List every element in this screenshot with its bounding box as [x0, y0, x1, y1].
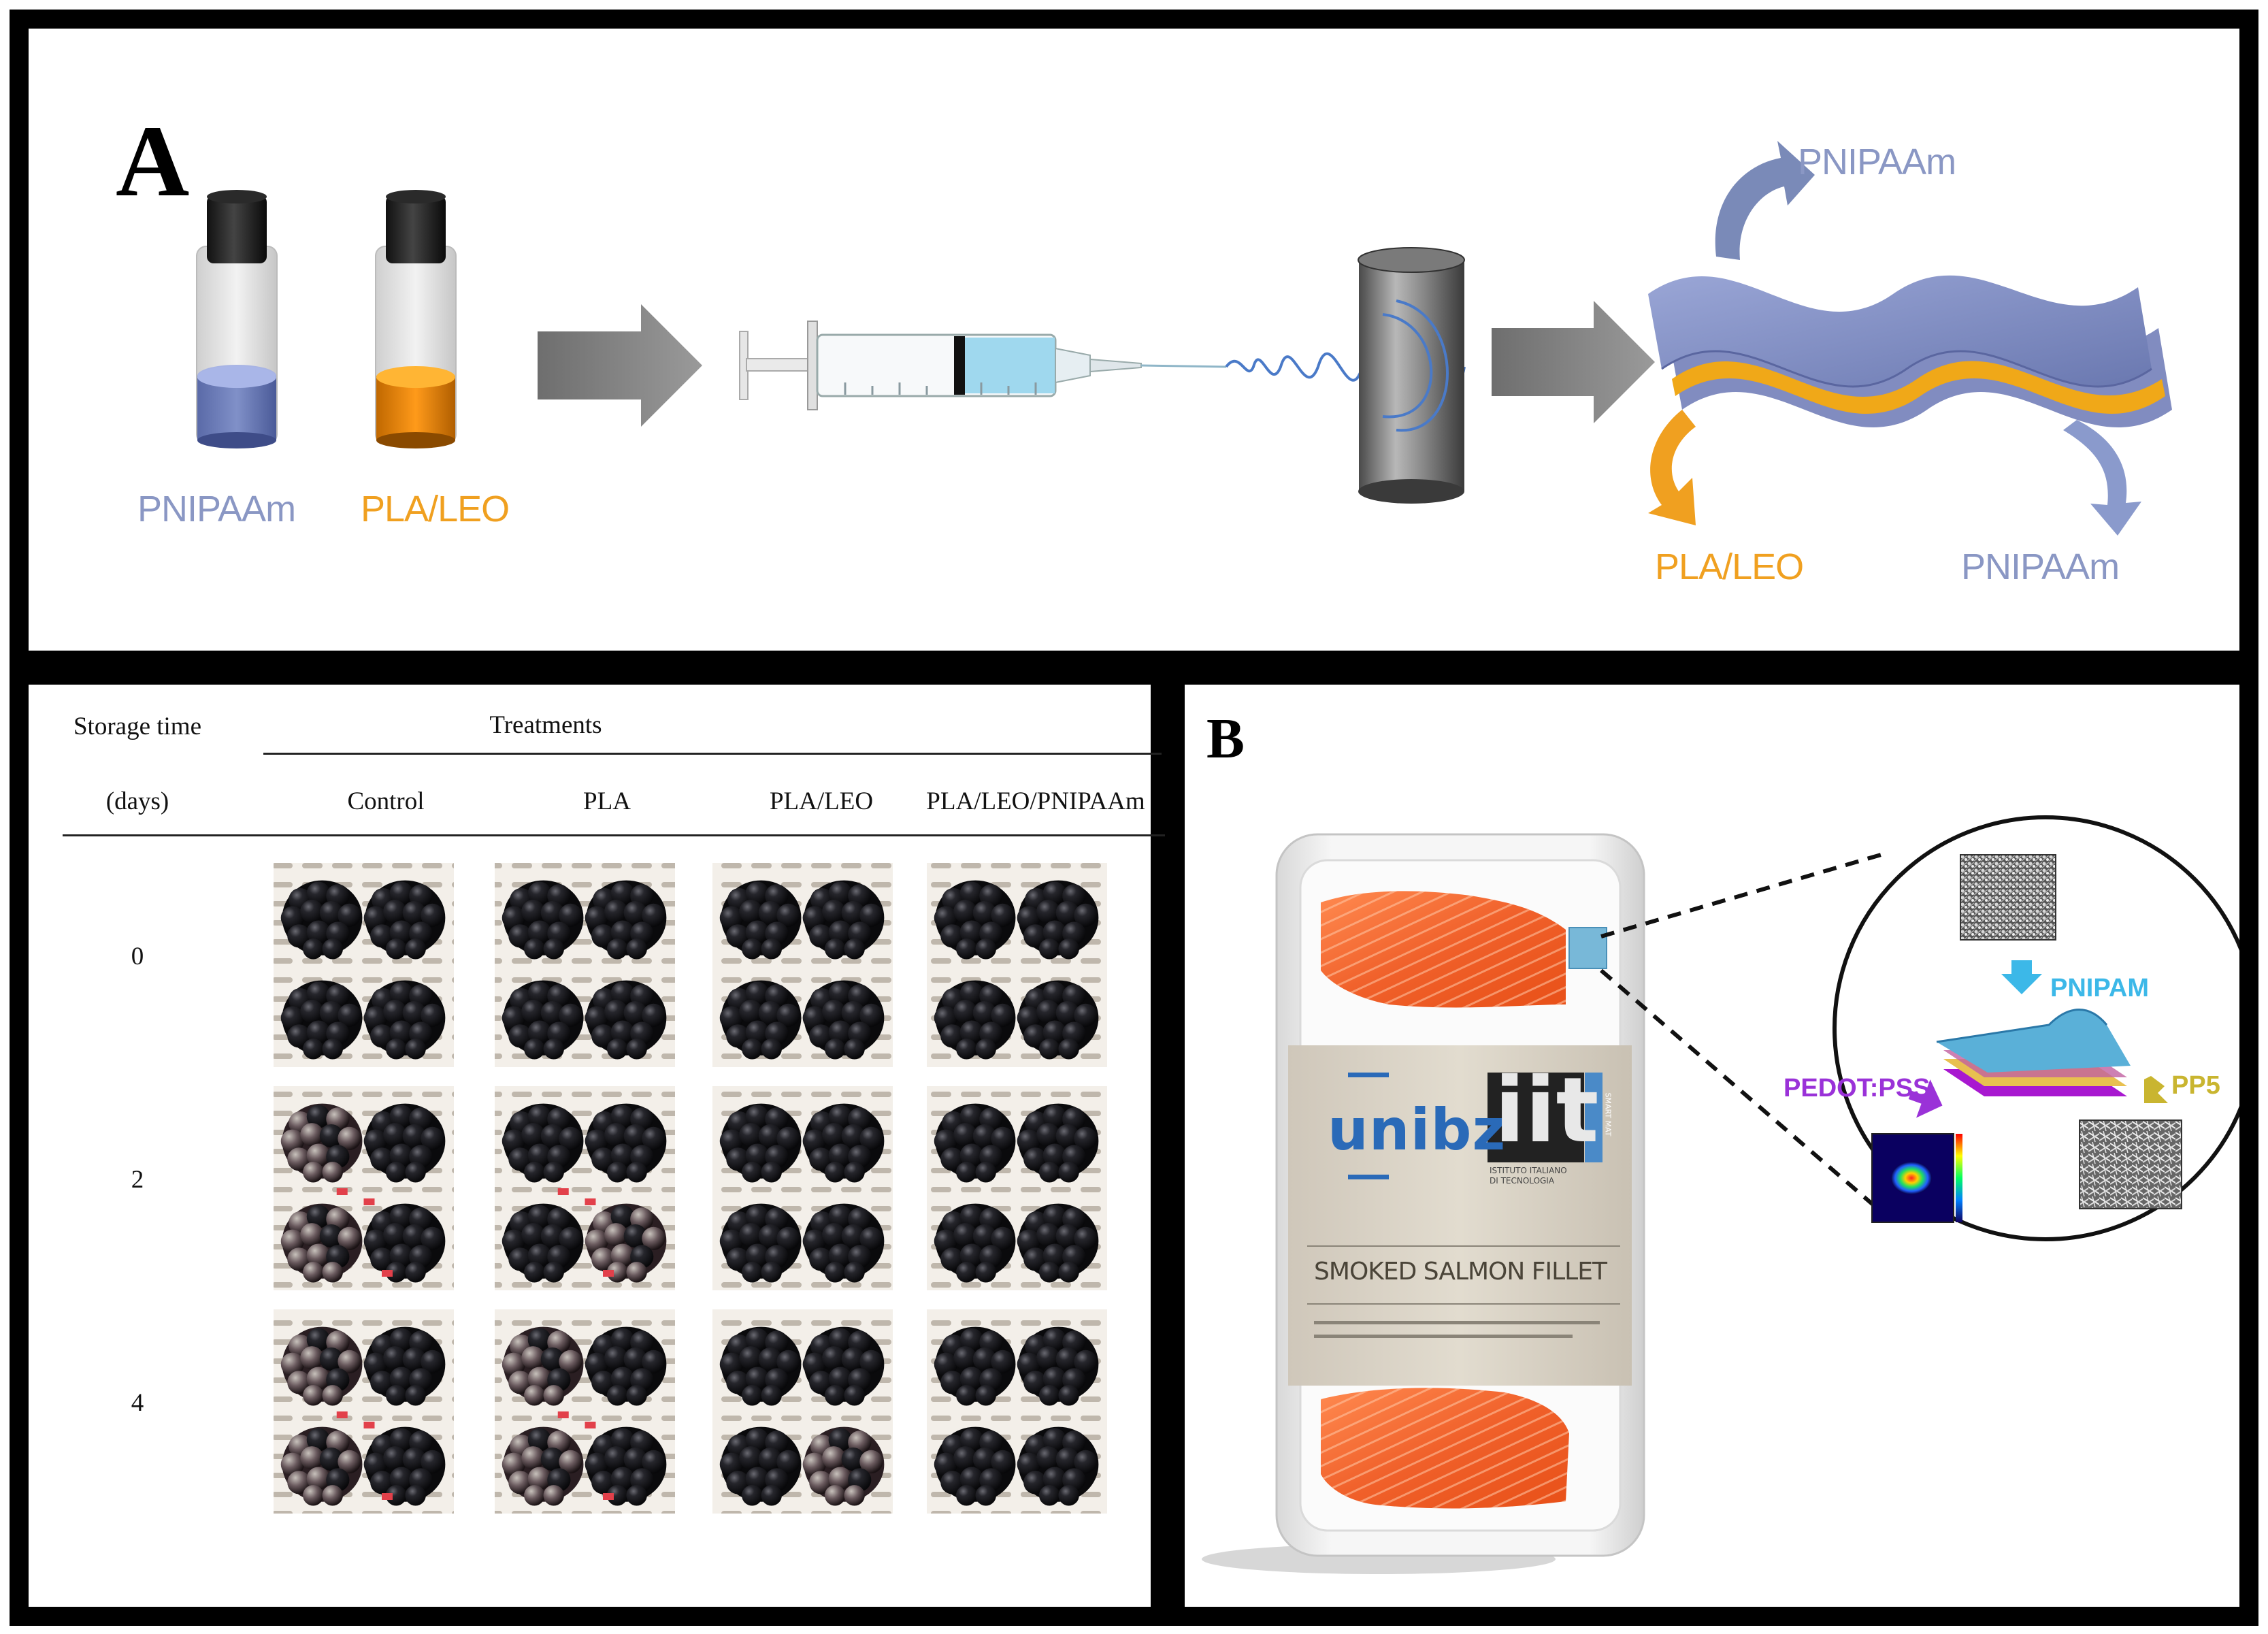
vial-pnipaam-icon: [196, 190, 278, 448]
berry-photo-pla-day-0: [495, 863, 675, 1067]
pp5-arrow-icon: [2144, 1076, 2168, 1103]
berry-photo-pla-leo-pnipaam-day-2: [927, 1086, 1107, 1290]
sem-image-top: [1960, 854, 2056, 941]
berry-photo-pla-leo-day-0: [712, 863, 893, 1067]
row-label-day-0: 0: [131, 943, 144, 970]
process-arrow-2-icon: [1492, 301, 1655, 423]
layer-label-pnipam: PNIPAM: [2050, 974, 2149, 1002]
berry-photo-pla-leo-pnipaam-day-4: [927, 1309, 1107, 1514]
header-treatments: Treatments: [489, 711, 602, 739]
vial-label-pla-leo: PLA/LEO: [361, 489, 510, 529]
column-header-pla-leo: PLA/LEO: [769, 787, 874, 815]
treatments-rule: [263, 753, 1162, 755]
syringe-icon: [739, 321, 1227, 410]
release-arrow-top-icon: [1715, 141, 1815, 260]
column-header-control: Control: [347, 787, 425, 815]
berry-photo-pla-leo-day-2: [712, 1086, 893, 1290]
berry-photo-pla-day-2: [495, 1086, 675, 1290]
row-label-day-2: 2: [131, 1166, 144, 1194]
zoom-connector-top: [1600, 851, 1886, 938]
process-arrow-1-icon: [538, 304, 702, 427]
panel-a: A: [10, 10, 2258, 670]
iit-subtitle-line1: ISTITUTO ITALIANO: [1490, 1166, 1567, 1175]
iit-subtitle-line2: DI TECNOLOGIA: [1490, 1176, 1555, 1186]
layered-membrane-icon: [1648, 275, 2172, 427]
header-days: (days): [105, 787, 169, 815]
packaging-tray-icon: [1275, 833, 1645, 1557]
header-storage-time: Storage time: [73, 713, 202, 740]
panel-b-letter: B: [1206, 707, 1245, 770]
membrane-label-top: PNIPAAm: [1798, 142, 1956, 182]
berry-photo-pla-leo-pnipaam-day-0: [927, 863, 1107, 1067]
smart-packaging-illustration: [1202, 815, 2239, 1574]
iit-logo: iit: [1494, 1058, 1599, 1163]
sem-image-bottom: [2079, 1120, 2182, 1209]
product-label: SMOKED SALMON FILLET: [1314, 1258, 1607, 1286]
berry-photo-control-day-4: [274, 1309, 454, 1514]
membrane-label-bottom-right: PNIPAAm: [1961, 546, 2120, 587]
berry-photo-pla-leo-day-4: [712, 1309, 893, 1514]
berry-photo-control-day-0: [274, 863, 454, 1067]
pedot-arrow-icon: [1908, 1079, 1943, 1118]
sensor-layer-stack-icon: [1936, 1009, 2131, 1096]
sensor-patch-icon: [1568, 927, 1607, 969]
panel-a-letter: A: [116, 105, 190, 218]
zoom-connector-bottom: [1600, 968, 1887, 1218]
storage-table-panel: Storage time (days) Treatments Control P…: [10, 670, 1170, 1626]
layer-label-pedot-pss: PEDOT:PSS: [1784, 1074, 1930, 1102]
column-header-pla-leo-pnipaam: PLA/LEO/PNIPAAm: [926, 787, 1145, 815]
release-arrow-right-icon: [2063, 420, 2141, 536]
thermal-scale: [1956, 1134, 1962, 1222]
vial-pla-leo-icon: [375, 190, 457, 448]
iit-side-text: SMART MAT: [1603, 1092, 1613, 1137]
collector-drum-icon: [1358, 247, 1465, 504]
panel-b: B: [1170, 670, 2258, 1626]
row-label-day-4: 4: [131, 1389, 144, 1417]
membrane-label-bottom-left: PLA/LEO: [1655, 546, 1804, 587]
unibz-logo: unibz: [1328, 1096, 1507, 1163]
header-rule: [63, 834, 1165, 836]
release-arrow-left-icon: [1648, 410, 1696, 525]
berry-photo-pla-day-4: [495, 1309, 675, 1514]
pnipam-arrow-icon: [2001, 960, 2042, 994]
blackberry-photo-grid: [274, 863, 1107, 1514]
vial-label-pnipaam: PNIPAAm: [137, 489, 296, 529]
berry-photo-control-day-2: [274, 1086, 454, 1290]
electrospinning-schematic: [196, 141, 2172, 536]
layer-label-pp5: PP5: [2171, 1071, 2220, 1100]
column-header-pla: PLA: [583, 787, 631, 815]
